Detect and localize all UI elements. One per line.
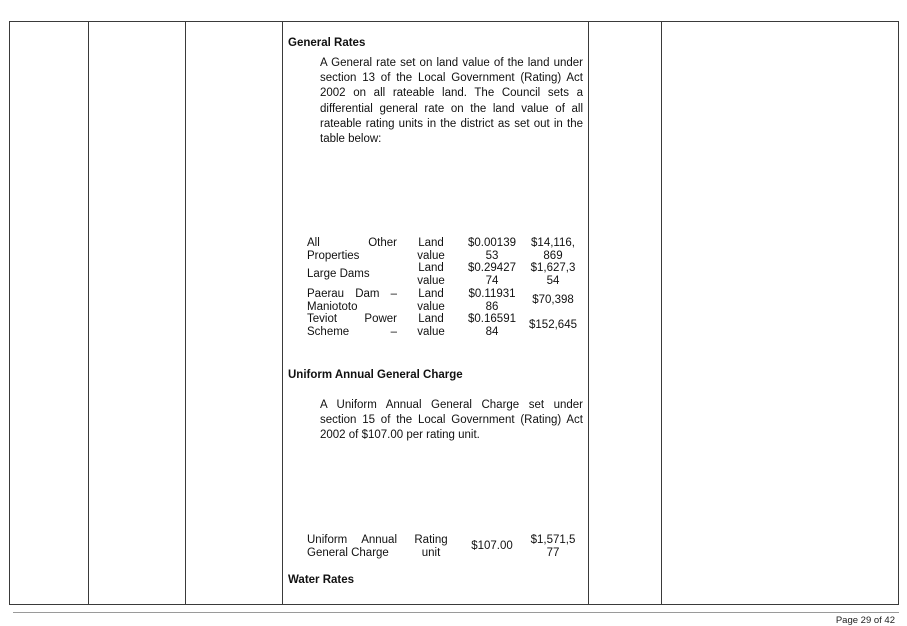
category: Large Dams [307,268,370,280]
rate: $0.11931 [468,288,516,300]
rate: $0.29427 [468,262,516,274]
total: $14,116, [531,237,575,249]
basis: Land [418,237,444,249]
total: $1,627,3 [530,262,576,274]
column-divider [282,21,283,605]
category: Teviot Power [307,313,397,325]
rate: $107.00 [471,540,513,553]
rate: 84 [485,325,499,338]
rate: 86 [485,300,499,313]
rate: $0.00139 [468,237,516,249]
category: Properties [307,249,360,262]
category: Uniform Annual [307,534,397,546]
total: $1,571,5 [530,534,576,546]
basis: Rating [414,534,448,546]
total: 54 [546,274,560,287]
section-heading-water-rates: Water Rates [288,574,355,586]
column-divider [898,21,899,605]
rate: 53 [485,249,499,262]
column-divider [661,21,662,605]
column-divider [9,21,10,605]
basis: Land [418,313,444,325]
total: $152,645 [529,319,577,332]
category: Paerau Dam – [307,288,397,300]
category: General Charge [307,546,389,559]
category: Scheme – [307,325,397,338]
footer-rule [13,612,899,613]
column-divider [185,21,186,605]
basis: value [417,325,445,338]
rate: 74 [485,274,499,287]
basis: value [417,249,445,262]
page-number: Page 29 of 42 [835,615,895,626]
section-heading-general-rates: General Rates [288,37,366,49]
column-divider [588,21,589,605]
basis: Land [418,262,444,274]
column-divider [88,21,89,605]
basis: Land [418,288,444,300]
category: All Other [307,237,397,249]
basis: value [417,300,445,313]
total: 77 [546,546,560,559]
total: $70,398 [532,294,574,307]
basis: value [417,274,445,287]
table-top-border [9,21,899,22]
category: Maniototo [307,300,358,313]
basis: unit [421,546,441,559]
uagc-paragraph: A Uniform Annual General Charge set unde… [320,399,583,442]
section-heading-uagc: Uniform Annual General Charge [288,369,463,381]
table-bottom-border [9,604,899,605]
total: 869 [543,249,563,262]
rate: $0.16591 [468,313,516,325]
general-rates-paragraph: A General rate set on land value of the … [320,57,583,146]
